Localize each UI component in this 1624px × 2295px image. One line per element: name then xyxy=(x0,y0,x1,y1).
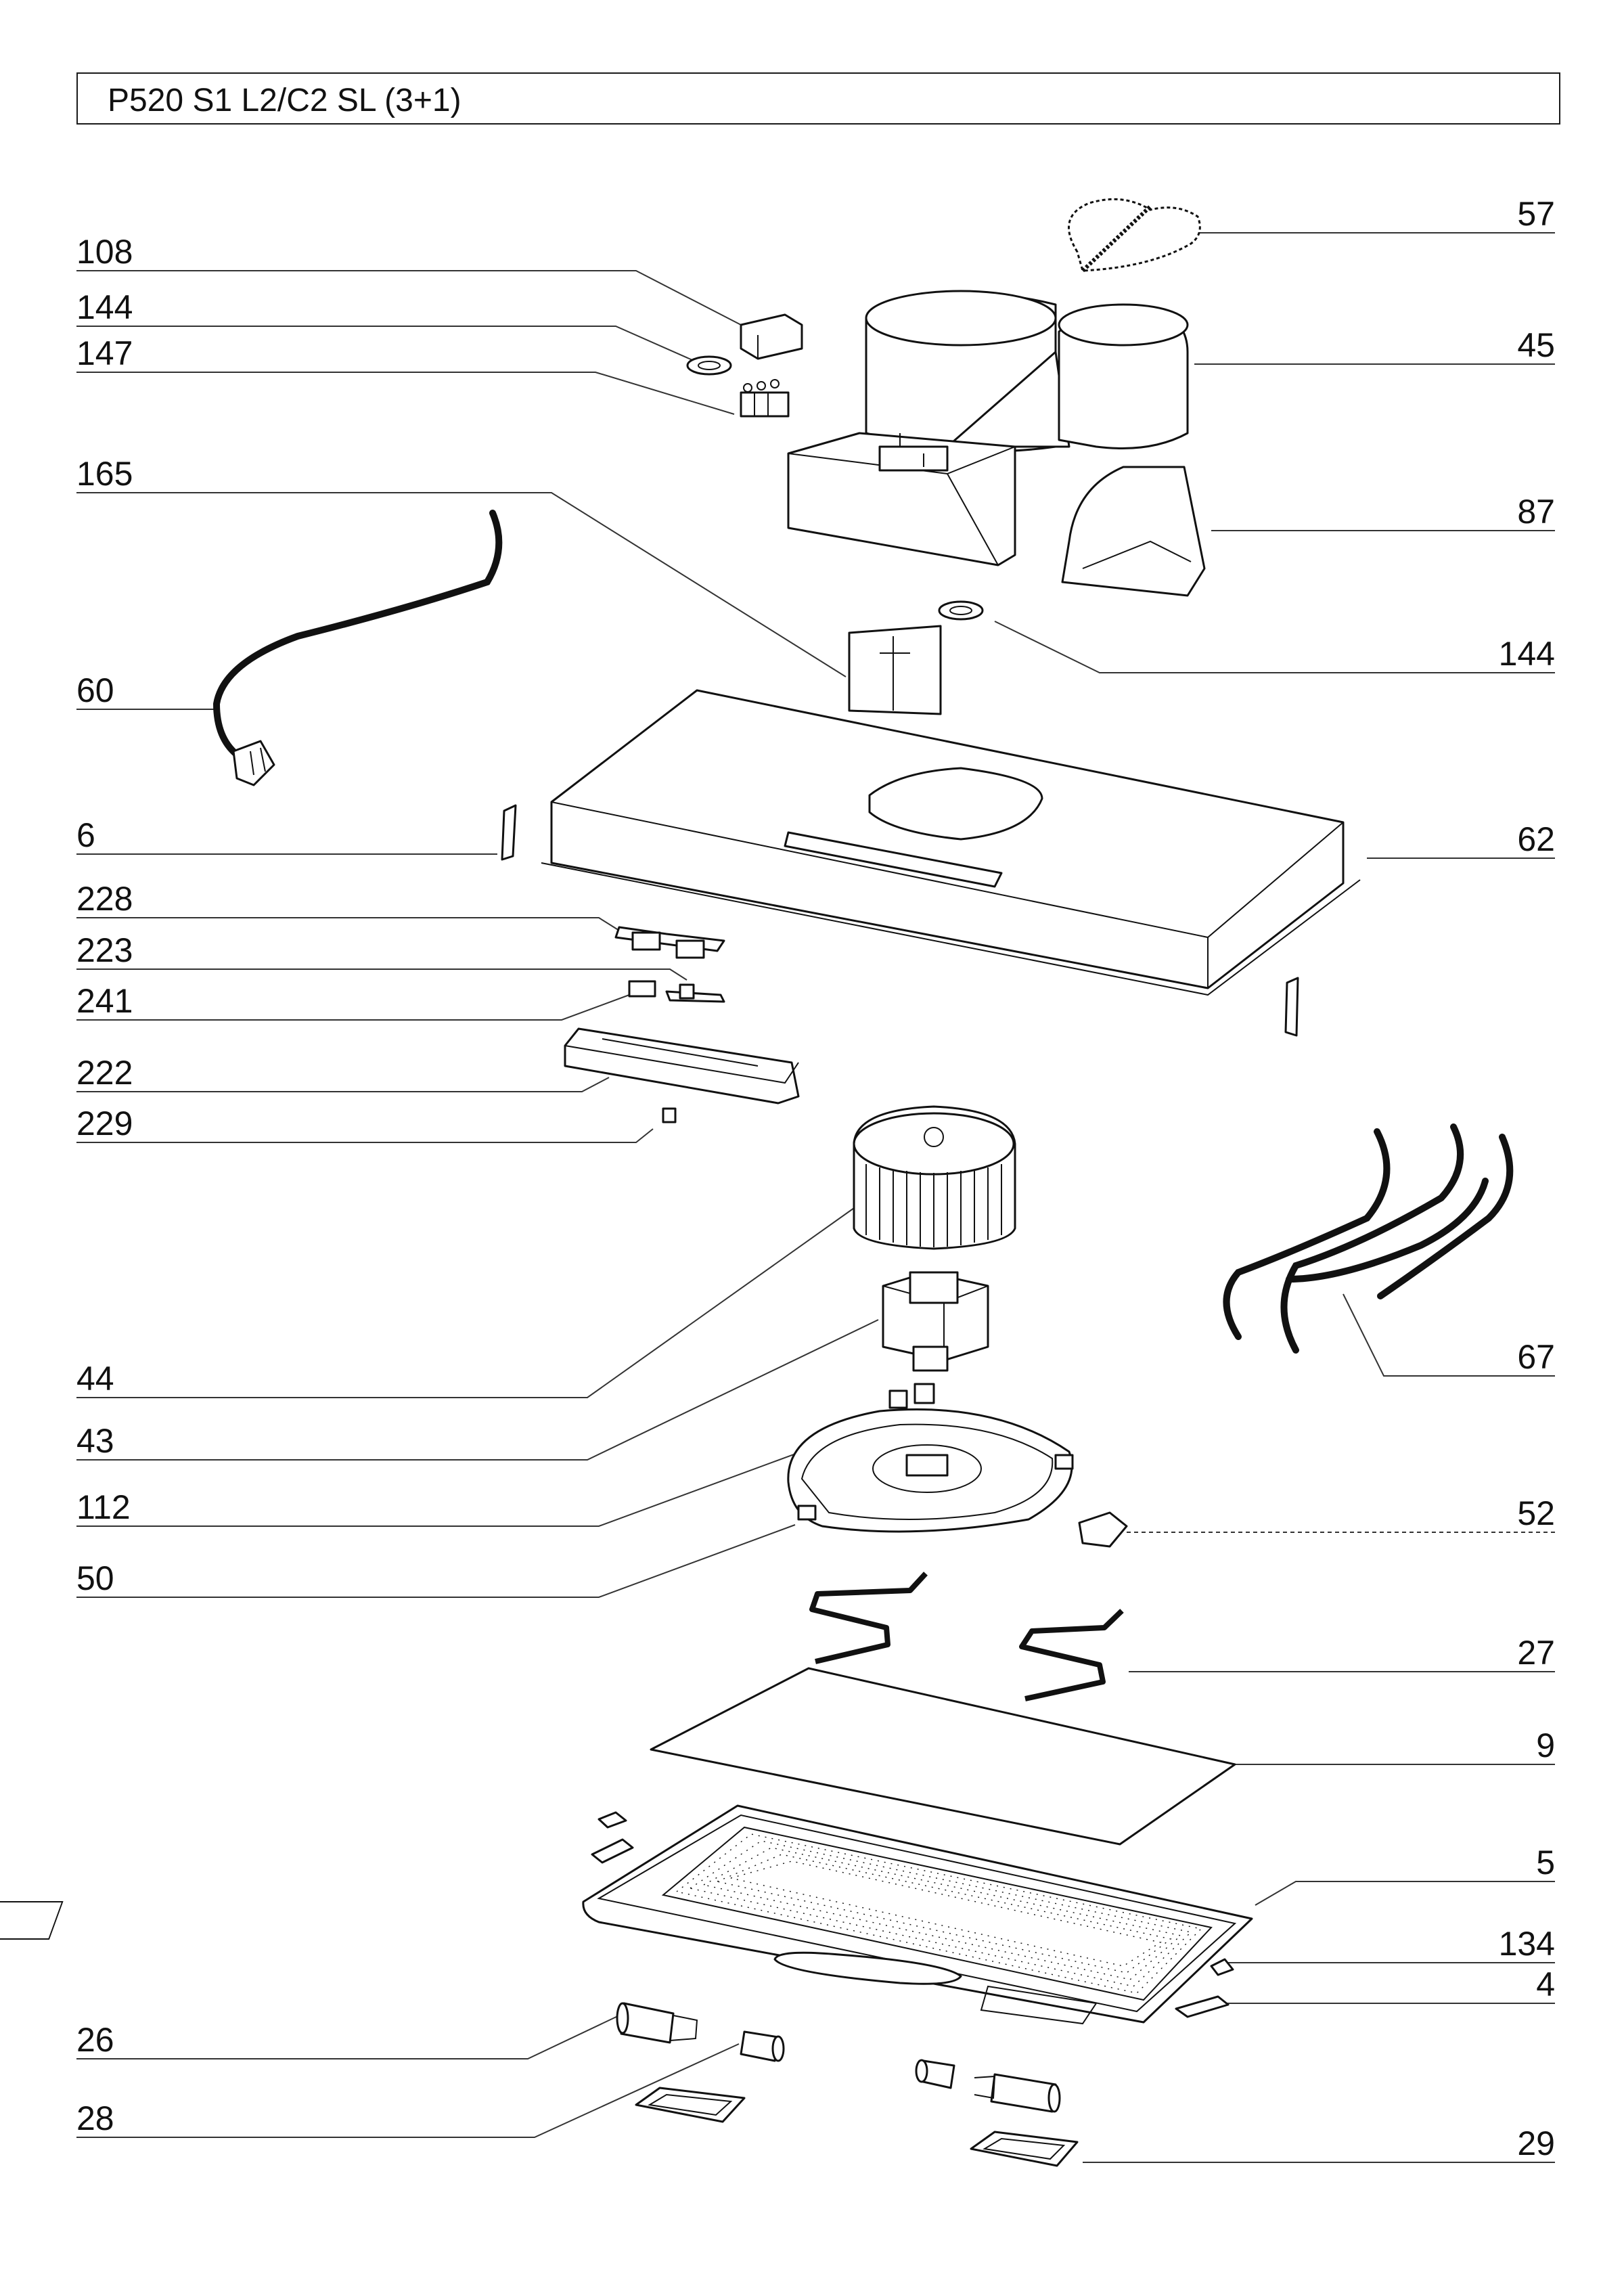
part-165-bracket xyxy=(848,625,942,715)
part-241-knob xyxy=(628,980,656,998)
part-229-button xyxy=(662,1107,677,1123)
part-26-lampholder-right xyxy=(974,2073,1061,2113)
part-52-connector xyxy=(1078,1511,1128,1548)
callout-28: 28 xyxy=(76,2099,114,2137)
part-228-switch xyxy=(614,926,725,959)
callout-222: 222 xyxy=(76,1054,133,1092)
part-29-lamp-cover-left xyxy=(635,2087,746,2123)
callout-241: 241 xyxy=(76,982,133,1020)
callout-144-right: 144 xyxy=(1499,635,1555,673)
part-108-box xyxy=(740,313,803,360)
part-28-lamp-left xyxy=(740,2030,785,2062)
part-112-spacers xyxy=(888,1383,935,1409)
callout-labels: 57 108 144 147 45 165 87 144 60 6 62 228… xyxy=(76,195,1555,2162)
callout-144-top: 144 xyxy=(76,288,133,326)
callout-62: 62 xyxy=(1517,820,1555,858)
part-222-control-panel xyxy=(564,1027,800,1105)
title-box: P520 S1 L2/C2 SL (3+1) xyxy=(76,72,1560,125)
callout-9: 9 xyxy=(1536,1726,1555,1764)
callout-87: 87 xyxy=(1517,493,1555,531)
motor-box xyxy=(787,432,1016,566)
callout-223: 223 xyxy=(76,931,133,969)
callout-4: 4 xyxy=(1536,1965,1555,2003)
part-4-clips xyxy=(591,1838,1230,2018)
part-87-elbow xyxy=(1061,466,1206,597)
part-28-lamp-right xyxy=(915,2059,955,2089)
part-26-lampholder-left xyxy=(616,2002,698,2044)
part-27-filter-clips xyxy=(809,1572,1124,1701)
callout-45: 45 xyxy=(1517,326,1555,364)
part-67-wires xyxy=(1223,1123,1514,1354)
part-9-filter-mat xyxy=(650,1667,1236,1846)
model-title: P520 S1 L2/C2 SL (3+1) xyxy=(108,83,461,118)
callout-52: 52 xyxy=(1517,1494,1555,1532)
part-223-knob xyxy=(665,983,725,1003)
part-144-grommet-b xyxy=(938,600,984,621)
callout-165: 165 xyxy=(76,455,133,493)
part-43-motor xyxy=(882,1271,989,1372)
part-44-blower xyxy=(853,1105,1016,1250)
callout-67: 67 xyxy=(1517,1338,1555,1376)
callout-5: 5 xyxy=(1536,1844,1555,1881)
callout-134: 134 xyxy=(1499,1925,1555,1963)
callout-112: 112 xyxy=(76,1488,131,1526)
part-147-terminal xyxy=(740,379,790,418)
callout-6: 6 xyxy=(76,816,95,854)
part-6-clip-right xyxy=(1284,977,1299,1037)
leader-lines xyxy=(76,232,1555,2163)
callout-50: 50 xyxy=(76,1559,114,1597)
callout-27: 27 xyxy=(1517,1634,1555,1672)
callout-26: 26 xyxy=(76,2021,114,2059)
part-50-motor-plate xyxy=(787,1408,1074,1533)
part-57-mesh xyxy=(1068,198,1201,273)
part-6-clip-left xyxy=(501,804,517,861)
part-62-hood-body xyxy=(541,689,1361,996)
callout-229: 229 xyxy=(76,1105,133,1142)
part-45-duct xyxy=(865,290,1189,453)
callout-29: 29 xyxy=(1517,2124,1555,2162)
callout-60: 60 xyxy=(76,671,114,709)
callout-44: 44 xyxy=(76,1360,114,1398)
callout-57: 57 xyxy=(1517,195,1555,233)
part-144-grommet-a xyxy=(686,355,732,376)
part-134-clips xyxy=(597,1811,1234,1976)
callout-228: 228 xyxy=(76,880,133,918)
callout-108: 108 xyxy=(76,233,133,271)
part-60-power-cable xyxy=(212,510,503,786)
part-5-filter-frame xyxy=(0,1804,1253,2025)
part-29-lamp-cover-right xyxy=(970,2131,1079,2167)
callout-43: 43 xyxy=(76,1422,114,1460)
callout-147: 147 xyxy=(76,334,133,372)
